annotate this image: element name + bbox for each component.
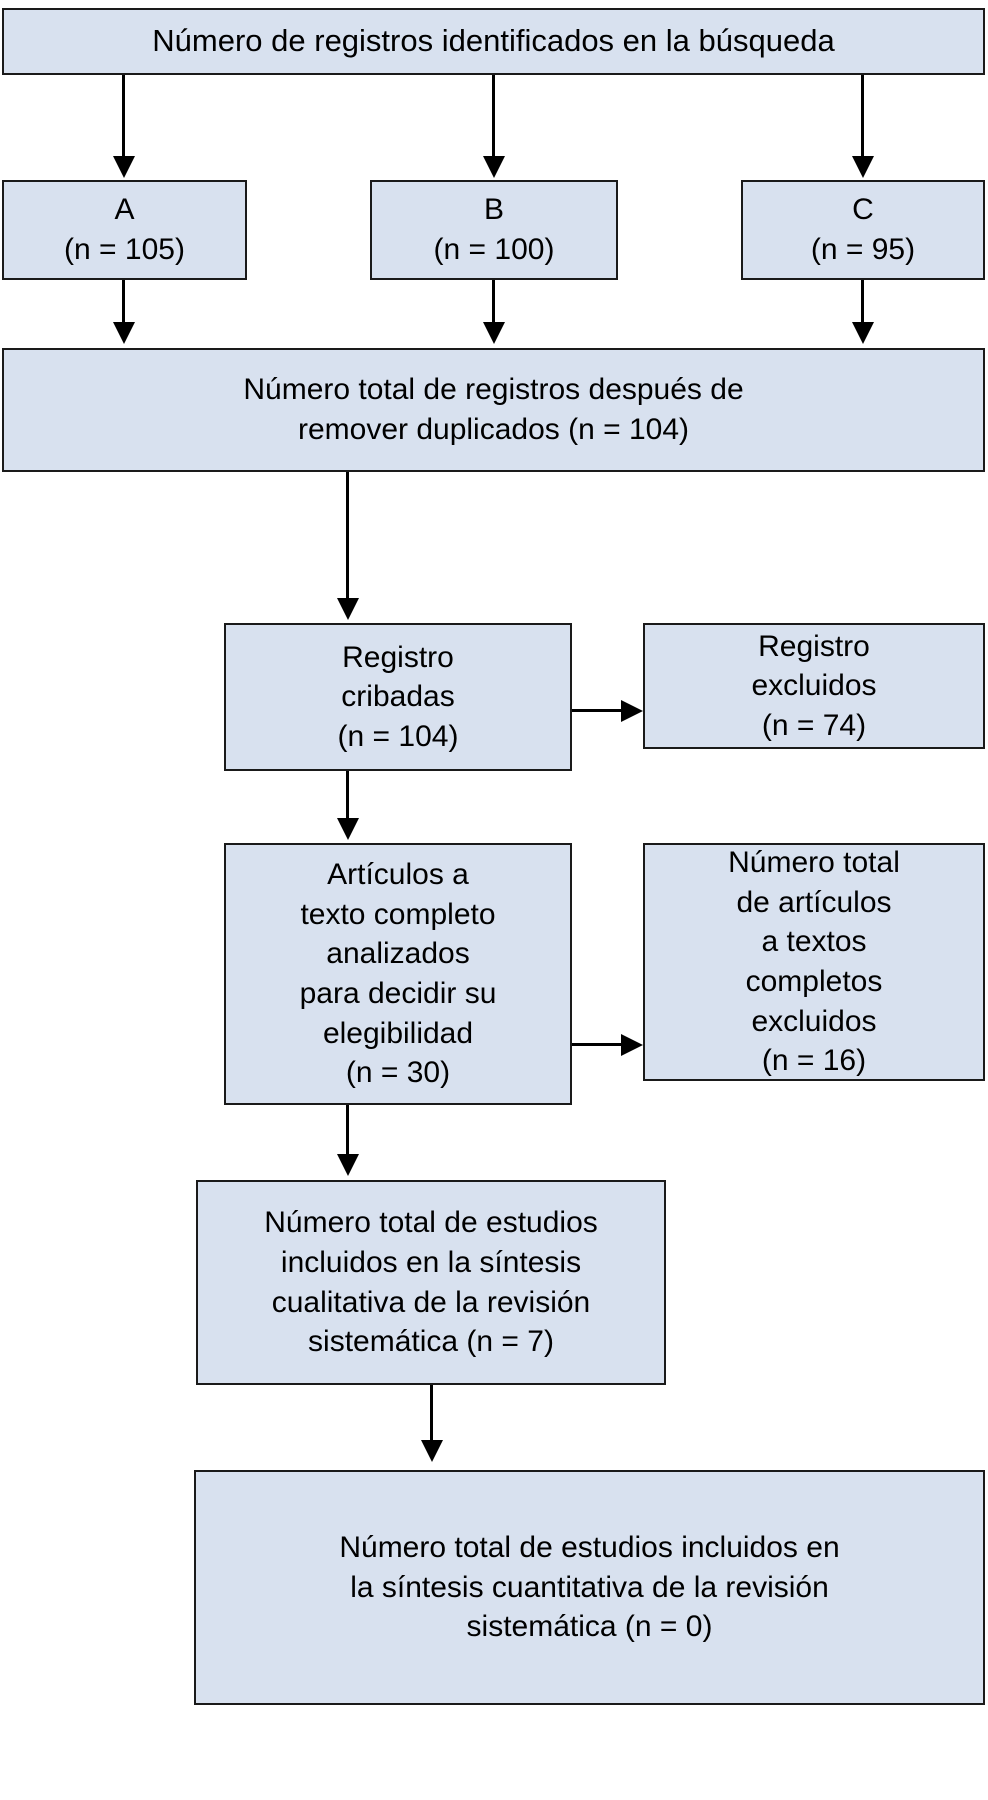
edge-cribadas-to-excluidos-arrowhead bbox=[621, 700, 643, 722]
node-registro-excluidos-label: Registro excluidos (n = 74) bbox=[751, 629, 877, 742]
edge-texto-completo-to-cualitativa-arrowhead bbox=[337, 1154, 359, 1176]
edge-b-to-sin-duplicados-line bbox=[492, 280, 495, 326]
node-texto-completo-label: Artículos a texto completo analizados pa… bbox=[299, 858, 497, 1090]
edge-cualitativa-to-cuantitativa-line bbox=[430, 1385, 433, 1443]
edge-texto-completo-to-cualitativa-line bbox=[346, 1105, 349, 1157]
node-texto-completo-excluidos-label: Número total de artículos a textos compl… bbox=[728, 846, 900, 1078]
node-registro-excluidos: Registro excluidos (n = 74) bbox=[643, 623, 985, 749]
edge-cribadas-to-texto-completo-line bbox=[346, 771, 349, 821]
node-registro-cribadas-label: Registro cribadas (n = 104) bbox=[337, 640, 459, 753]
edge-cribadas-to-texto-completo-arrowhead bbox=[337, 818, 359, 840]
edge-a-to-sin-duplicados-arrowhead bbox=[113, 322, 135, 344]
node-fuente-b: B (n = 100) bbox=[370, 180, 618, 280]
edge-c-to-sin-duplicados-line bbox=[861, 280, 864, 326]
node-fuente-a-label: A (n = 105) bbox=[64, 193, 185, 266]
node-sintesis-cualitativa-label: Número total de estudios incluidos en la… bbox=[264, 1206, 598, 1359]
edge-b-to-sin-duplicados-arrowhead bbox=[483, 322, 505, 344]
edge-texto-completo-to-excluidos-arrowhead bbox=[621, 1034, 643, 1056]
node-sintesis-cualitativa: Número total de estudios incluidos en la… bbox=[196, 1180, 666, 1385]
edge-c-to-sin-duplicados-arrowhead bbox=[852, 322, 874, 344]
node-registro-cribadas: Registro cribadas (n = 104) bbox=[224, 623, 572, 771]
edge-sin-duplicados-to-cribadas-line bbox=[346, 472, 349, 602]
node-sin-duplicados: Número total de registros después de rem… bbox=[2, 348, 985, 472]
edge-identificacion-to-a-line bbox=[122, 75, 125, 160]
node-fuente-c-label: C (n = 95) bbox=[810, 193, 916, 266]
node-identificacion-label: Número de registros identificados en la … bbox=[152, 23, 835, 59]
node-sintesis-cuantitativa: Número total de estudios incluidos en la… bbox=[194, 1470, 985, 1705]
node-sin-duplicados-label: Número total de registros después de rem… bbox=[243, 373, 744, 446]
edge-identificacion-to-a-arrowhead bbox=[113, 156, 135, 178]
node-sintesis-cuantitativa-label: Número total de estudios incluidos en la… bbox=[339, 1531, 840, 1644]
edge-texto-completo-to-excluidos-line bbox=[572, 1043, 624, 1046]
edge-cribadas-to-excluidos-line bbox=[572, 709, 624, 712]
edge-identificacion-to-c-arrowhead bbox=[852, 156, 874, 178]
node-fuente-c: C (n = 95) bbox=[741, 180, 985, 280]
node-texto-completo-excluidos: Número total de artículos a textos compl… bbox=[643, 843, 985, 1081]
edge-cualitativa-to-cuantitativa-arrowhead bbox=[421, 1440, 443, 1462]
edge-sin-duplicados-to-cribadas-arrowhead bbox=[337, 598, 359, 620]
node-fuente-b-label: B (n = 100) bbox=[433, 193, 555, 266]
node-identificacion: Número de registros identificados en la … bbox=[2, 8, 985, 75]
edge-identificacion-to-c-line bbox=[861, 75, 864, 160]
node-fuente-a: A (n = 105) bbox=[2, 180, 247, 280]
edge-a-to-sin-duplicados-line bbox=[122, 280, 125, 326]
node-texto-completo: Artículos a texto completo analizados pa… bbox=[224, 843, 572, 1105]
edge-identificacion-to-b-line bbox=[492, 75, 495, 160]
edge-identificacion-to-b-arrowhead bbox=[483, 156, 505, 178]
